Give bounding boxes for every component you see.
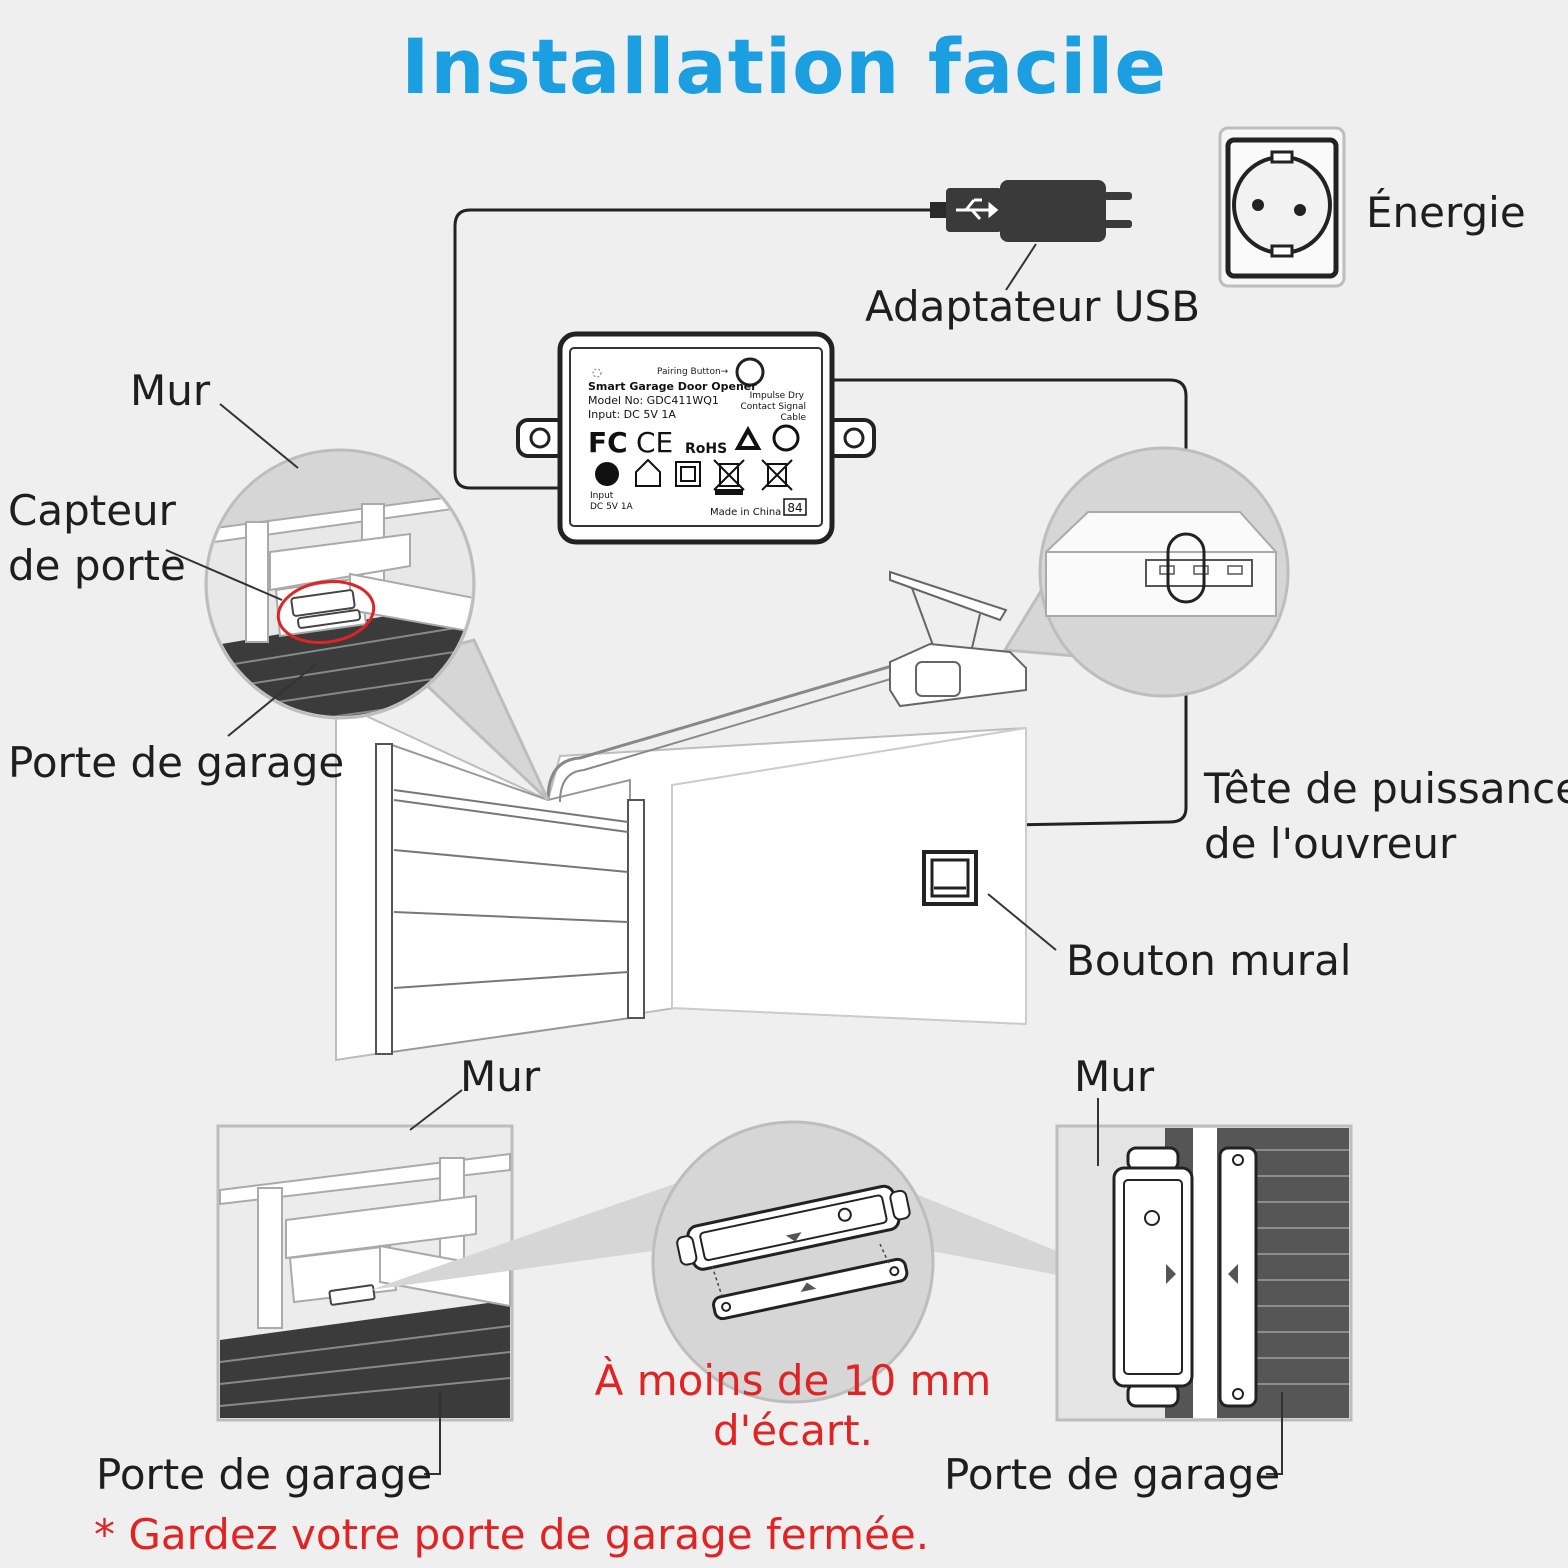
device-model: Model No: GDC411WQ1 bbox=[588, 394, 719, 407]
bottom-right-panel bbox=[1055, 1124, 1353, 1422]
leader-lines bbox=[165, 403, 1283, 1475]
weee-bin-icon bbox=[713, 459, 793, 495]
footnote: * Gardez votre porte de garage fermée. bbox=[94, 1510, 930, 1559]
house-icon bbox=[635, 458, 661, 487]
rohs-mark: RoHS bbox=[685, 441, 727, 457]
pairing-button-label: Pairing Button→ bbox=[657, 367, 729, 377]
usb-cable bbox=[453, 208, 930, 490]
green-dot-icon bbox=[595, 462, 619, 486]
wall-button-label: Bouton mural bbox=[1066, 936, 1352, 985]
usb-adapter bbox=[930, 180, 1132, 242]
door-sensor-label: Capteur de porte bbox=[8, 486, 186, 590]
energy-label: Énergie bbox=[1366, 188, 1526, 237]
garage-controller-device: Pairing Button→ Smart Garage Door Opener… bbox=[516, 331, 876, 545]
garage-door-label-left: Porte de garage bbox=[8, 738, 345, 787]
wall-button-icon bbox=[922, 850, 978, 906]
door-sensor-zoom bbox=[204, 448, 550, 802]
recycle-icon bbox=[734, 425, 762, 450]
opener-head-zoom bbox=[1002, 446, 1290, 698]
garage-door-label-bottom-right: Porte de garage bbox=[944, 1450, 1281, 1499]
wall-socket-icon bbox=[1218, 126, 1346, 288]
bottom-left-panel bbox=[216, 1124, 514, 1422]
tidy-man-icon bbox=[772, 424, 800, 452]
usb-icon bbox=[956, 198, 999, 220]
device-input: Input: DC 5V 1A bbox=[588, 408, 676, 421]
device-badge: 84 bbox=[787, 501, 802, 515]
made-in-china: Made in China bbox=[710, 507, 781, 518]
opener-power-head-label: Tête de puissance de l'ouvreur bbox=[1204, 764, 1568, 868]
device-product-name: Smart Garage Door Opener bbox=[588, 380, 757, 393]
garage-scene bbox=[335, 570, 1027, 1062]
garage-door-label-bottom-left: Porte de garage bbox=[96, 1450, 433, 1499]
distance-note: À moins de 10 mm d'écart. bbox=[594, 1356, 992, 1456]
double-insulation-icon bbox=[675, 461, 701, 487]
wall-label-bottom-left: Mur bbox=[460, 1052, 541, 1101]
wall-label-bottom-right: Mur bbox=[1074, 1052, 1155, 1101]
usb-adapter-label: Adaptateur USB bbox=[865, 282, 1201, 331]
signal-cable bbox=[832, 378, 1188, 852]
page-title: Installation facile bbox=[401, 22, 1167, 111]
wall-label-top: Mur bbox=[130, 366, 211, 415]
fc-mark: FC bbox=[588, 426, 628, 459]
ce-mark: CE bbox=[636, 426, 673, 459]
